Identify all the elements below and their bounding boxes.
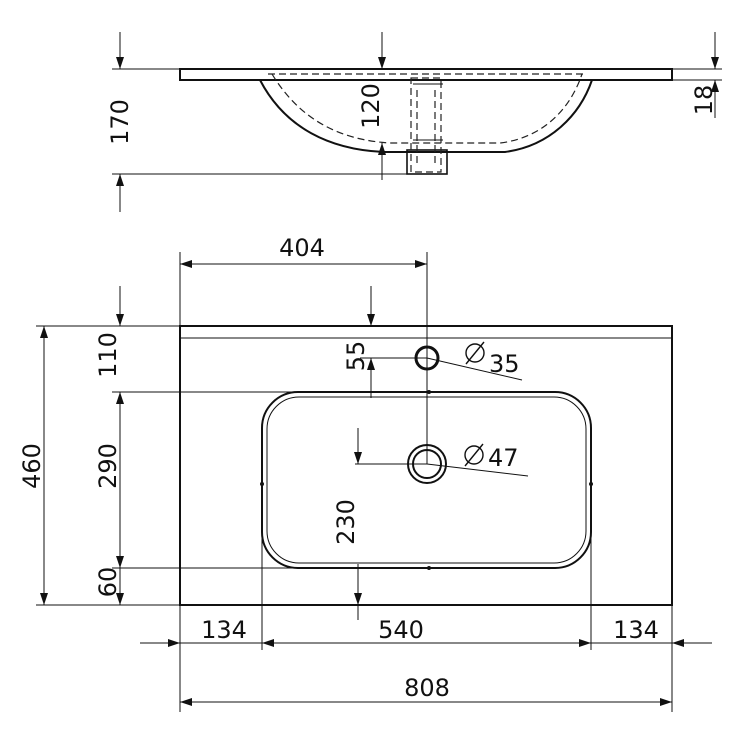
- dim-drain-offset: 230: [332, 499, 360, 545]
- top-view: 404 55 35 47 230 110 290 60: [18, 234, 712, 712]
- dim-side-thickness: 18: [690, 85, 718, 116]
- dim-tap-offset-y: 55: [342, 341, 370, 372]
- side-view: 170 120 18: [106, 32, 722, 212]
- side-countertop: [179, 68, 673, 81]
- dim-total-depth: 460: [18, 443, 46, 489]
- dim-front-margin: 60: [94, 567, 122, 598]
- dim-side-basin-depth: 120: [357, 83, 385, 129]
- top-countertop: [179, 325, 673, 606]
- side-basin-inner: [271, 73, 583, 144]
- dim-back-margin: 110: [94, 332, 122, 378]
- dim-basin-depth: 290: [94, 443, 122, 489]
- dim-drain-diameter: 47: [488, 444, 519, 472]
- dim-tap-diameter: 35: [489, 350, 520, 378]
- dim-total-width: 808: [404, 674, 450, 702]
- side-drain: [406, 77, 448, 175]
- dim-left-margin: 134: [201, 616, 247, 644]
- dim-basin-width: 540: [378, 616, 424, 644]
- dim-side-height: 170: [106, 99, 134, 145]
- dim-tap-offset-x: 404: [279, 234, 325, 262]
- dim-right-margin: 134: [613, 616, 659, 644]
